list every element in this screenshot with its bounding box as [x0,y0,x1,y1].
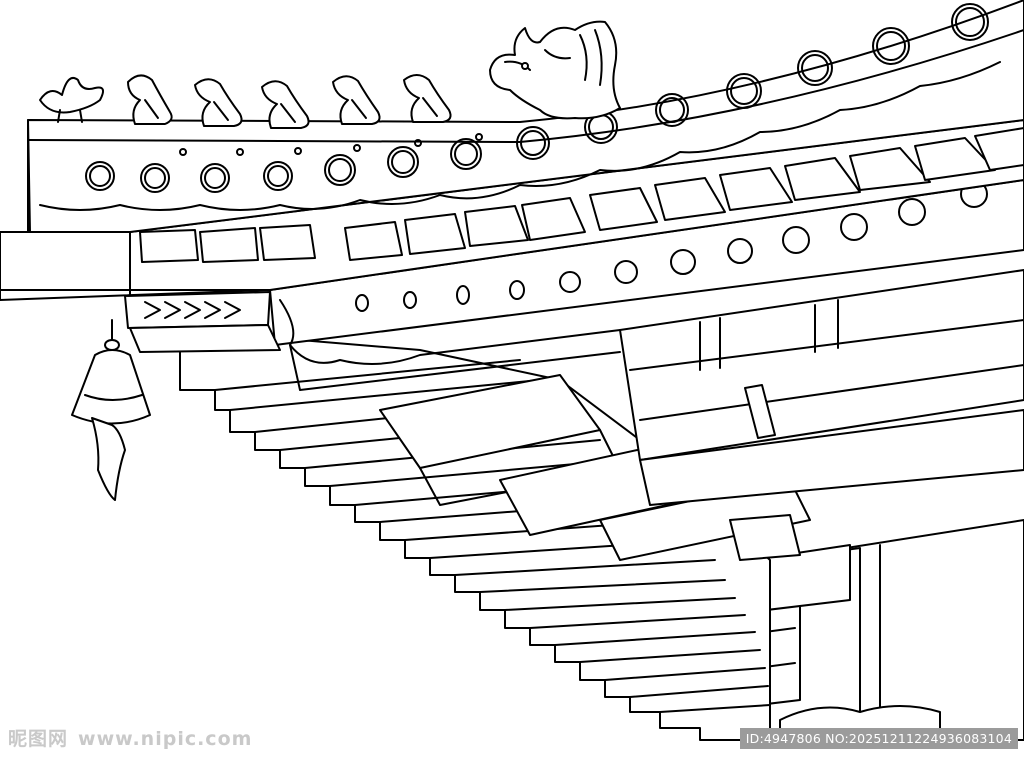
ridge-studs [179,133,483,156]
ridge-figure-beast [403,74,452,123]
ridge-figure-beast [332,75,381,125]
lintel-beam [619,269,1024,506]
rafter-fan [179,329,811,741]
ridge-figure-beast [261,80,310,129]
ridge-dragon-head [489,20,621,120]
ridge-figure-immortal [39,76,105,123]
watermark-brand: 昵图网 www.nipic.com [8,724,262,751]
chevron-band [124,291,281,353]
eave-dots [355,180,988,312]
ridge-figure-beast [194,78,243,127]
ridge-figure-beast [127,74,173,125]
eave-end-blocks [139,127,1024,263]
wind-bell [71,319,151,501]
watermark-image-id: ID:4947806 NO:20251211224936083104 [739,728,1018,749]
watermark-url: www.nipic.com [78,728,253,750]
watermark-brand-name: 昵图网 [8,728,69,750]
